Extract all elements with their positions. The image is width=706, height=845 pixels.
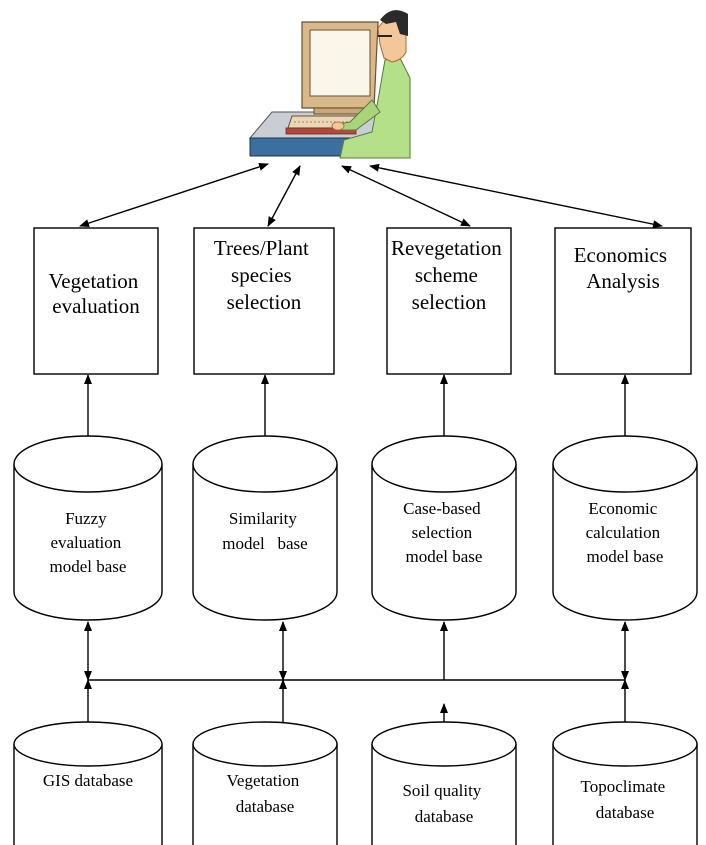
cylinder-top bbox=[13, 435, 163, 493]
model-base-cylinders: Fuzzy evaluation model base Similarity m… bbox=[13, 435, 698, 621]
monitor-screen bbox=[309, 29, 371, 97]
database-label-gis: GIS database bbox=[43, 771, 133, 790]
user-links bbox=[79, 163, 663, 229]
cylinder-economic-calculation bbox=[552, 435, 698, 621]
database-label-topoclimate: Topoclimate database bbox=[581, 777, 670, 822]
cylinder-body bbox=[192, 744, 338, 845]
cylinder-body bbox=[371, 464, 517, 621]
cylinder-top bbox=[13, 721, 163, 767]
cylinder-body bbox=[371, 744, 517, 845]
cylinder-body bbox=[552, 744, 698, 845]
database-vegetation bbox=[192, 721, 338, 845]
keyboard-tray bbox=[285, 127, 357, 135]
module-label-vegetation-evaluation: Vegetation evaluation bbox=[48, 269, 143, 318]
cylinder-case-based bbox=[371, 435, 517, 621]
database-label-soil-quality: Soil quality database bbox=[402, 781, 485, 826]
database-label-vegetation: Vegetation database bbox=[227, 771, 304, 816]
cylinder-top bbox=[552, 721, 698, 767]
module-box-scheme-selection bbox=[386, 227, 512, 375]
cylinder-top bbox=[371, 721, 517, 767]
module-model-links bbox=[84, 374, 629, 463]
user-at-computer-icon bbox=[248, 10, 411, 159]
cylinder-top bbox=[371, 435, 517, 493]
module-label-species-selection: Trees/Plant species selection bbox=[214, 236, 314, 314]
model-base-label-similarity: Similarity model base bbox=[222, 509, 307, 553]
module-box-economics-analysis bbox=[554, 227, 692, 375]
monitor-base bbox=[313, 107, 365, 115]
cylinder-fuzzy-evaluation bbox=[13, 435, 163, 621]
module-label-economics-analysis: Economics Analysis bbox=[574, 243, 673, 293]
module-boxes: Vegetation evaluation Trees/Plant specie… bbox=[33, 227, 692, 375]
user-arrow-3 bbox=[341, 165, 471, 227]
cylinder-top bbox=[192, 435, 338, 493]
module-box-vegetation-evaluation bbox=[33, 227, 159, 375]
cylinder-body bbox=[192, 464, 338, 621]
module-label-scheme-selection: Revegetation scheme selection bbox=[391, 236, 507, 314]
cylinder-top bbox=[552, 435, 698, 493]
database-gis bbox=[13, 721, 163, 845]
database-topoclimate bbox=[552, 721, 698, 845]
cylinder-body bbox=[13, 464, 163, 621]
user-arrow-4 bbox=[369, 163, 663, 229]
cylinder-body bbox=[552, 464, 698, 621]
database-cylinders: GIS database Vegetation database Soil qu… bbox=[13, 721, 698, 845]
user-arrow-1 bbox=[79, 163, 269, 227]
user-arrow-2 bbox=[267, 165, 301, 227]
person-hair bbox=[380, 10, 408, 36]
model-base-label-case-based: Case-based selection model base bbox=[403, 499, 485, 566]
cylinder-body bbox=[13, 744, 163, 845]
person-hand bbox=[331, 121, 345, 131]
model-base-label-fuzzy: Fuzzy evaluation model base bbox=[50, 509, 127, 576]
model-base-label-economic: Economic calculation model base bbox=[586, 499, 665, 566]
database-soil-quality bbox=[371, 721, 517, 845]
cylinder-top bbox=[192, 721, 338, 767]
data-bus bbox=[84, 621, 629, 767]
cylinder-similarity bbox=[192, 435, 338, 621]
